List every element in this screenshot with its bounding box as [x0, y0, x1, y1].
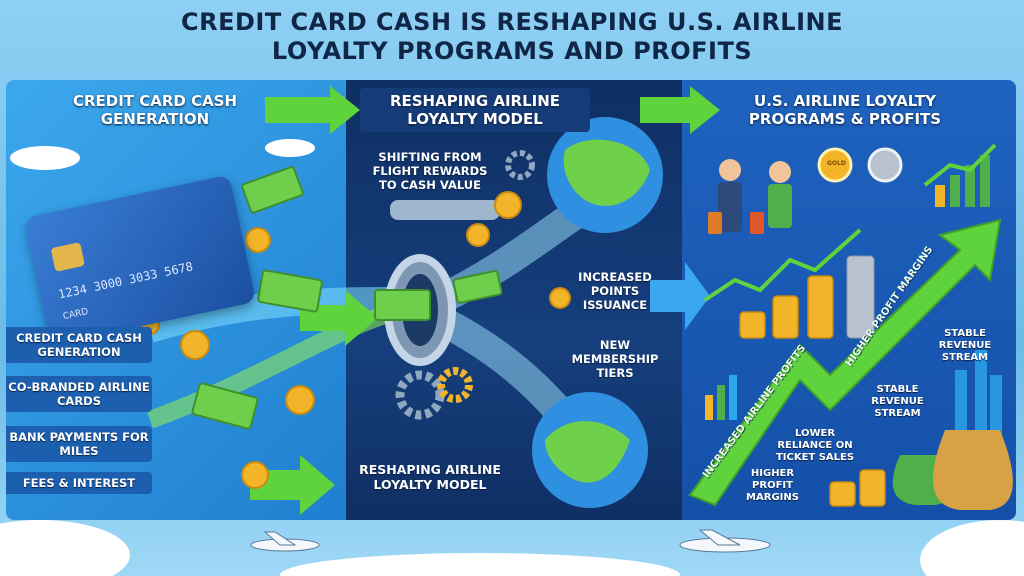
gear-icon — [505, 150, 535, 180]
higher-margins-label: HIGHER PROFIT MARGINS — [746, 468, 799, 503]
membership-tiers-label: NEW MEMBERSHIP TIERS — [571, 338, 659, 380]
gear-icon — [395, 370, 445, 420]
card-chip-icon — [50, 242, 85, 272]
cloud-icon — [0, 139, 1024, 576]
section-header-right: U.S. AIRLINE LOYALTY PROGRAMS & PROFITS — [748, 92, 942, 128]
gold-medal-icon — [817, 147, 853, 183]
airplane-icon — [250, 531, 320, 552]
bar-chart-icon — [935, 155, 990, 207]
coin-stack-icon — [829, 469, 886, 507]
small-bar-chart-icon — [705, 375, 737, 420]
coin-stack-icon — [846, 255, 875, 339]
money-bill-icon — [191, 166, 503, 430]
lower-reliance-label: LOWER RELIANCE ON TICKET SALES — [775, 428, 855, 463]
left-item-credit-card-cash: CREDIT CARD CASH GENERATION — [6, 327, 152, 363]
arrow-icon — [300, 290, 378, 346]
card-label: CARD — [62, 306, 90, 323]
page-title: CREDIT CARD CASH IS RESHAPING U.S. AIRLI… — [180, 8, 844, 65]
shift-label: SHIFTING FROM FLIGHT REWARDS TO CASH VAL… — [372, 150, 488, 192]
gold-medal-label: GOLD — [827, 160, 846, 167]
stable-revenue-label-2: STABLE REVENUE STREAM — [871, 384, 924, 419]
pipe-icon — [390, 200, 500, 220]
profit-arrow-icon — [688, 218, 1002, 507]
coin-stack-icon — [739, 275, 834, 339]
money-bag-icon — [933, 430, 1013, 510]
arrow-icon — [650, 262, 710, 330]
trend-arrow-icon — [703, 228, 862, 302]
stable-revenue-label-1: STABLE REVENUE STREAM — [938, 328, 992, 363]
travelers-icon — [708, 159, 792, 234]
section-header-left: CREDIT CARD CASH GENERATION — [72, 92, 238, 128]
arrow-icon — [250, 455, 335, 515]
airplane-icon — [679, 529, 771, 553]
left-item-bank-payments: BANK PAYMENTS FOR MILES — [6, 426, 152, 462]
left-item-fees-interest: FEES & INTEREST — [6, 472, 152, 494]
points-issuance-label: INCREASED POINTS ISSUANCE — [578, 270, 652, 312]
arrow-icon — [640, 86, 720, 134]
arrow-icon — [265, 86, 360, 134]
left-item-co-branded-cards: CO-BRANDED AIRLINE CARDS — [6, 376, 152, 412]
loyalty-model-footer: RESHAPING AIRLINE LOYALTY MODEL — [359, 462, 501, 492]
gear-icon — [437, 367, 473, 403]
section-header-middle: RESHAPING AIRLINE LOYALTY MODEL — [360, 88, 590, 132]
silver-medal-icon — [867, 147, 903, 183]
